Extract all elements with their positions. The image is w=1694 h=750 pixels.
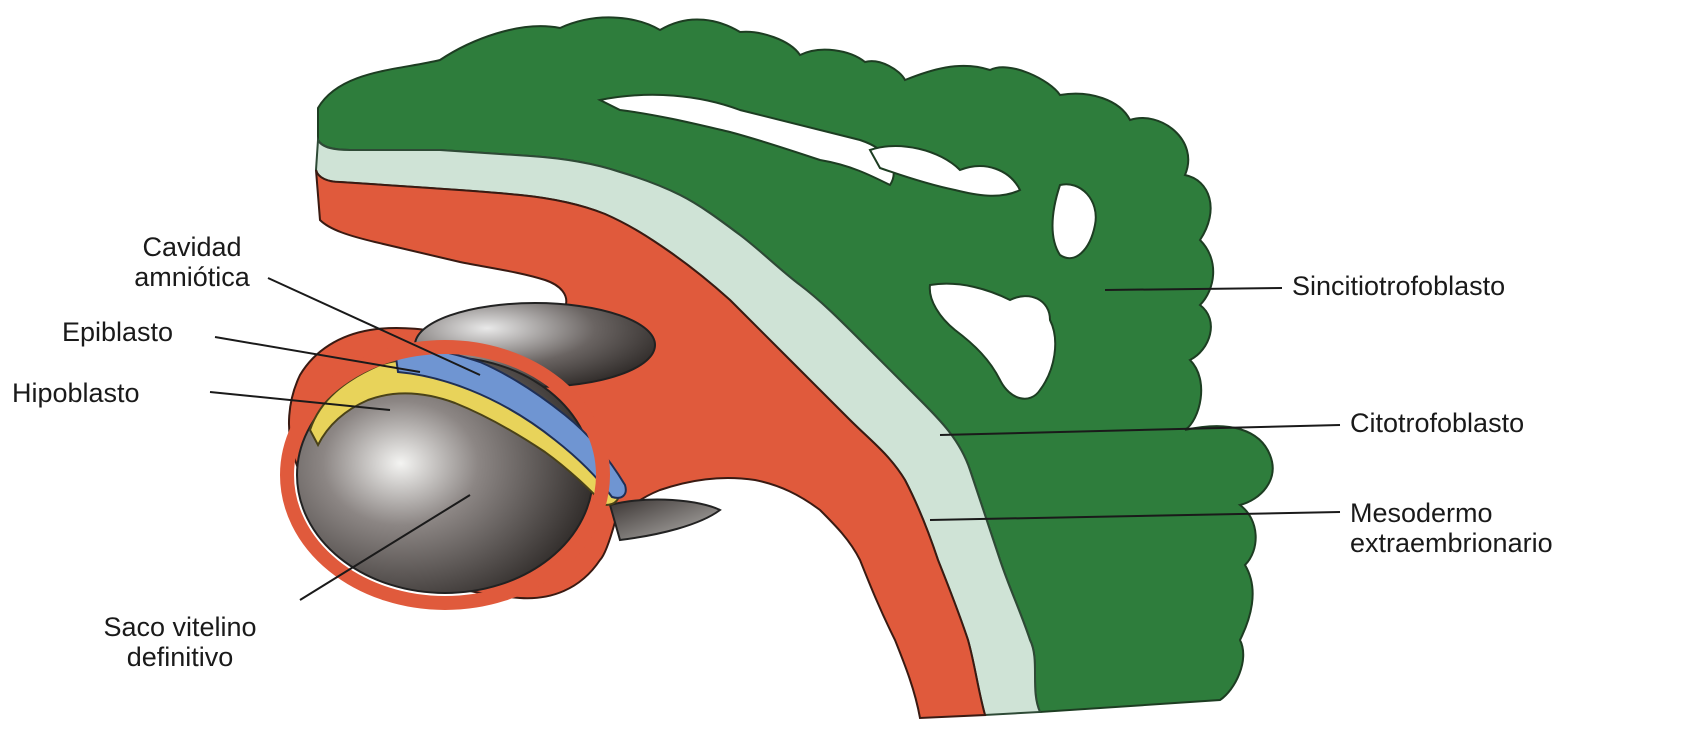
label-citotrofoblasto: Citotrofoblasto — [1350, 408, 1524, 438]
label-epiblasto: Epiblasto — [62, 317, 173, 347]
label-hipoblasto-text: Hipoblasto — [12, 378, 140, 408]
connecting-stalk — [610, 500, 720, 540]
label-mesodermo: Mesodermo extraembrionario — [1350, 498, 1553, 558]
label-saco-line-2: definitivo — [80, 642, 280, 672]
label-mesodermo-line-1: Mesodermo — [1350, 498, 1553, 528]
label-sincitio-text: Sincitiotrofoblasto — [1292, 271, 1505, 301]
label-mesodermo-line-2: extraembrionario — [1350, 528, 1553, 558]
label-hipoblasto: Hipoblasto — [12, 378, 140, 408]
label-cavidad-line-1: Cavidad — [112, 232, 272, 262]
label-cito-text: Citotrofoblasto — [1350, 408, 1524, 438]
label-saco-line-1: Saco vitelino — [80, 612, 280, 642]
label-sincitiotrofoblasto: Sincitiotrofoblasto — [1292, 271, 1505, 301]
label-epiblasto-text: Epiblasto — [62, 317, 173, 347]
label-cavidad-amniotica: Cavidad amniótica — [112, 232, 272, 292]
label-cavidad-line-2: amniótica — [112, 262, 272, 292]
label-saco-vitelino: Saco vitelino definitivo — [80, 612, 280, 672]
